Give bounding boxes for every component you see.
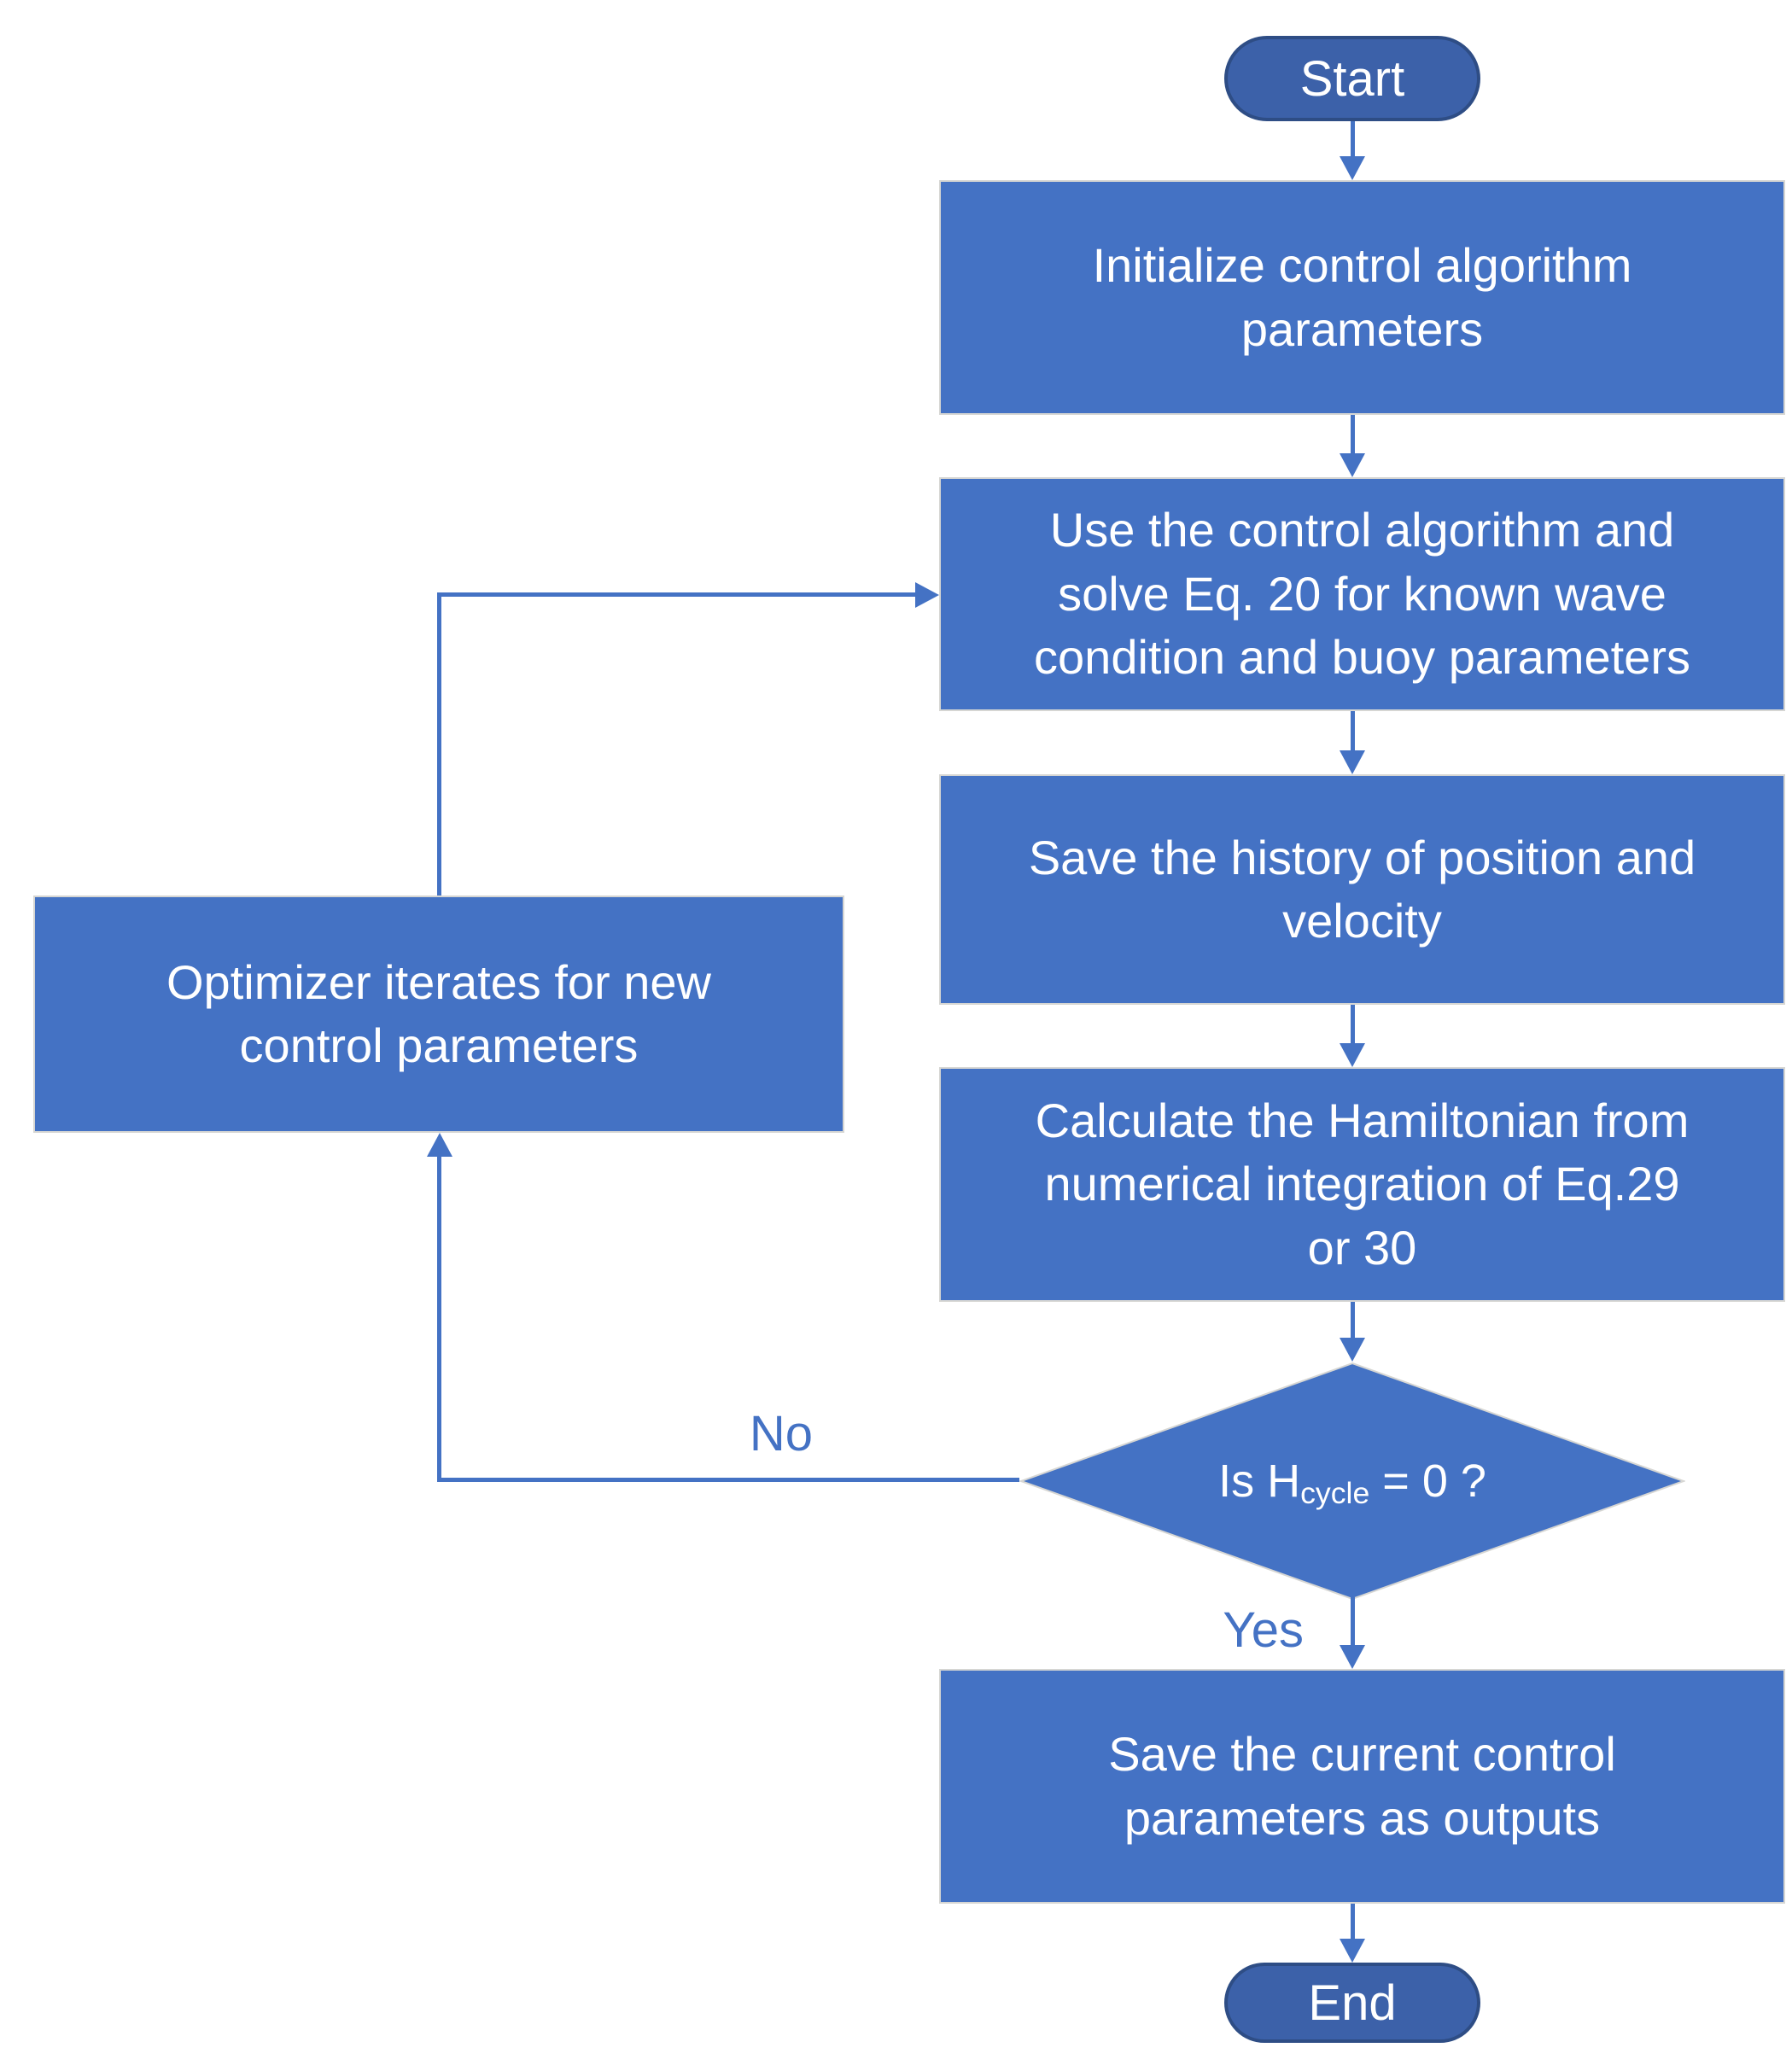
process-solve-control-algorithm: Use the control algorithm and solve Eq. … bbox=[939, 477, 1785, 711]
arrow-line bbox=[1351, 415, 1355, 453]
process-save-history: Save the history of position and velocit… bbox=[939, 774, 1785, 1005]
decision-hcycle-zero: Is Hcycle = 0 ? bbox=[1019, 1362, 1685, 1601]
arrowhead bbox=[915, 582, 939, 608]
arrowhead bbox=[1340, 156, 1365, 180]
arrow-line bbox=[437, 1478, 1019, 1482]
process-label: Calculate the Hamiltonian from numerical… bbox=[1035, 1093, 1690, 1275]
arrowhead bbox=[1340, 1043, 1365, 1067]
edge-label-yes: Yes bbox=[1223, 1602, 1304, 1658]
process-label: Optimizer iterates for new control param… bbox=[166, 954, 711, 1072]
end-label: End bbox=[1308, 1975, 1397, 2031]
process-label: Save the history of position and velocit… bbox=[1028, 830, 1696, 948]
arrow-line bbox=[1351, 121, 1355, 157]
arrow-line bbox=[437, 592, 917, 597]
arrowhead bbox=[1340, 1939, 1365, 1963]
arrow-line bbox=[437, 1157, 441, 1482]
arrow-line bbox=[437, 592, 441, 895]
process-calculate-hamiltonian: Calculate the Hamiltonian from numerical… bbox=[939, 1067, 1785, 1302]
arrowhead bbox=[1340, 1645, 1365, 1669]
arrowhead bbox=[427, 1133, 452, 1157]
arrowhead bbox=[1340, 453, 1365, 477]
decision-text-subscript: cycle bbox=[1300, 1475, 1370, 1510]
arrow-line bbox=[1351, 1597, 1355, 1646]
process-initialize-parameters: Initialize control algorithm parameters bbox=[939, 180, 1785, 415]
arrow-line bbox=[1351, 1005, 1355, 1043]
arrow-line bbox=[1351, 711, 1355, 750]
end-terminator: End bbox=[1224, 1963, 1480, 2043]
arrowhead bbox=[1340, 750, 1365, 774]
process-label: Initialize control algorithm parameters bbox=[1092, 238, 1632, 356]
start-terminator: Start bbox=[1224, 36, 1480, 121]
edge-label-no: No bbox=[749, 1406, 814, 1461]
process-label: Save the current control parameters as o… bbox=[1108, 1727, 1616, 1845]
decision-label: Is Hcycle = 0 ? bbox=[1019, 1362, 1685, 1601]
arrowhead bbox=[1340, 1338, 1365, 1362]
arrow-line bbox=[1351, 1904, 1355, 1940]
process-label: Use the control algorithm and solve Eq. … bbox=[1034, 503, 1690, 685]
start-label: Start bbox=[1299, 50, 1405, 107]
process-save-outputs: Save the current control parameters as o… bbox=[939, 1669, 1785, 1904]
arrow-line bbox=[1351, 1302, 1355, 1339]
process-optimizer-iterates: Optimizer iterates for new control param… bbox=[33, 895, 844, 1133]
decision-text-suffix: = 0 ? bbox=[1369, 1456, 1486, 1507]
decision-text-prefix: Is H bbox=[1218, 1456, 1301, 1507]
